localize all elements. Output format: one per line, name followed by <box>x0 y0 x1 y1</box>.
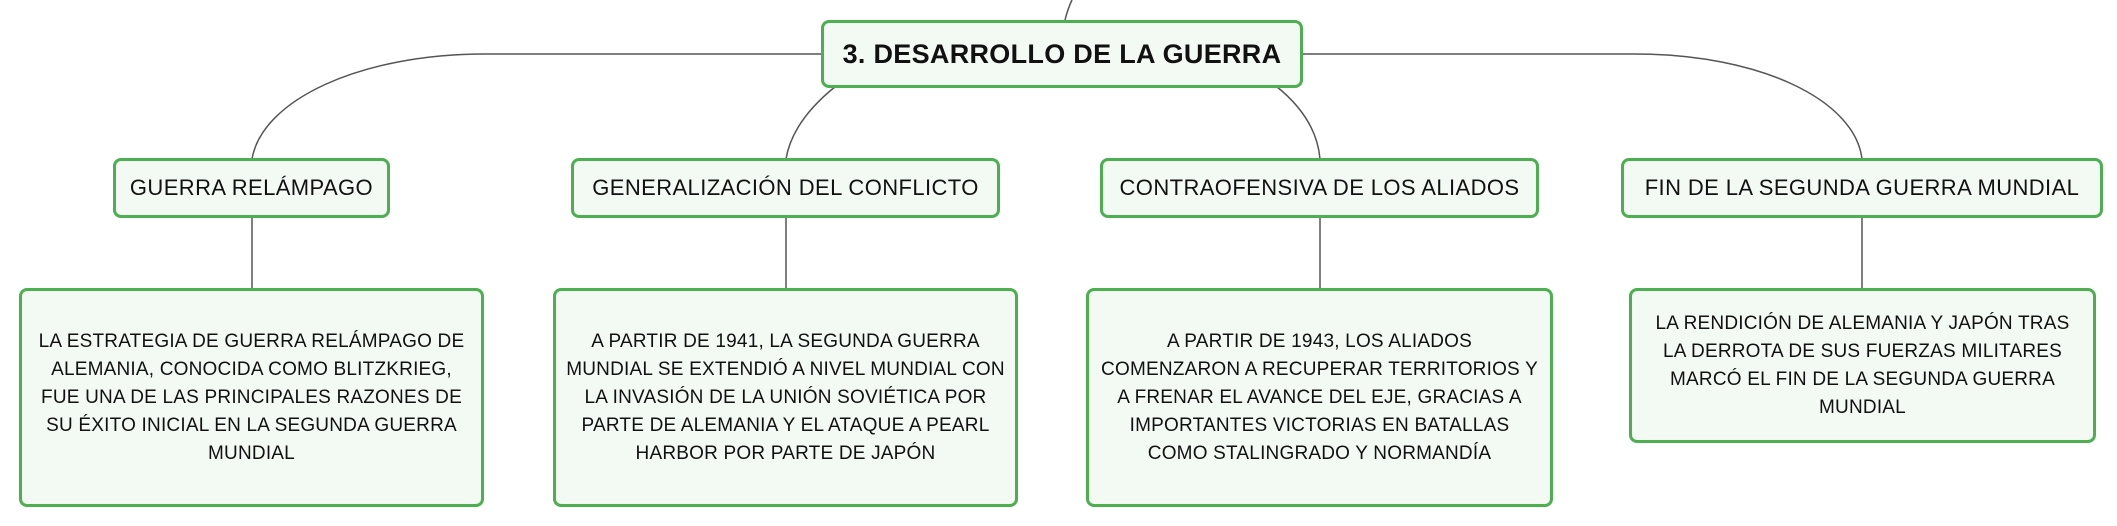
connector-root-branch-2 <box>785 85 837 160</box>
detail-node-guerra-relampago[interactable]: LA ESTRATEGIA DE GUERRA RELÁMPAGO DE ALE… <box>19 288 484 507</box>
root-node[interactable]: 3. DESARROLLO DE LA GUERRA <box>821 20 1303 88</box>
branch-label: GENERALIZACIÓN DEL CONFLICTO <box>592 175 979 200</box>
parent-connector <box>1064 0 1073 21</box>
branch-label: FIN DE LA SEGUNDA GUERRA MUNDIAL <box>1644 175 2080 200</box>
detail-text: A PARTIR DE 1941, LA SEGUNDA GUERRA MUND… <box>566 330 1005 464</box>
detail-node-fin-guerra[interactable]: LA RENDICIÓN DE ALEMANIA Y JAPÓN TRAS LA… <box>1629 288 2096 443</box>
detail-text: LA ESTRATEGIA DE GUERRA RELÁMPAGO DE ALE… <box>38 330 465 464</box>
branch-label: CONTRAOFENSIVA DE LOS ALIADOS <box>1119 175 1520 200</box>
branch-node-contraofensiva[interactable]: CONTRAOFENSIVA DE LOS ALIADOS <box>1100 158 1539 218</box>
branch-node-fin-guerra[interactable]: FIN DE LA SEGUNDA GUERRA MUNDIAL <box>1621 158 2103 218</box>
detail-node-generalizacion[interactable]: A PARTIR DE 1941, LA SEGUNDA GUERRA MUND… <box>553 288 1018 507</box>
connector-root-branch-1 <box>251 53 824 160</box>
branch-label: GUERRA RELÁMPAGO <box>129 175 374 200</box>
branch-node-generalizacion[interactable]: GENERALIZACIÓN DEL CONFLICTO <box>571 158 1000 218</box>
detail-text: A PARTIR DE 1943, LOS ALIADOS COMENZARON… <box>1101 330 1538 464</box>
connector-root-branch-3 <box>1275 85 1321 160</box>
root-label: 3. DESARROLLO DE LA GUERRA <box>842 38 1282 69</box>
detail-node-contraofensiva[interactable]: A PARTIR DE 1943, LOS ALIADOS COMENZARON… <box>1086 288 1553 507</box>
connector-root-branch-4 <box>1300 53 1863 160</box>
detail-text: LA RENDICIÓN DE ALEMANIA Y JAPÓN TRAS LA… <box>1655 312 2070 418</box>
branch-node-guerra-relampago[interactable]: GUERRA RELÁMPAGO <box>113 158 390 218</box>
